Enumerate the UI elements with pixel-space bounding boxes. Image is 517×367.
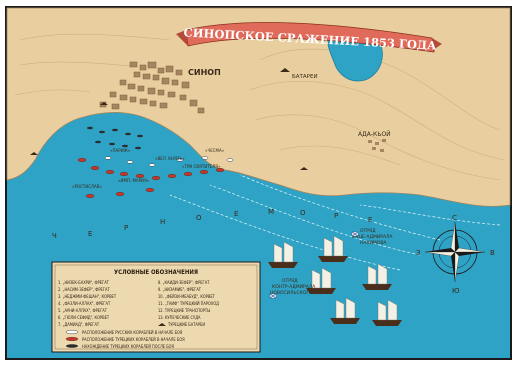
sailing-ship-icon <box>330 297 360 324</box>
sunk-ships <box>87 126 143 150</box>
legend-left-column: 1. „НИЗЕК-БАХРИ", ФРЕГАТ 2. „НАСИМ-ЗЕФЕР… <box>58 280 117 327</box>
legend-item: 6. „ГЮЛИ-СЕФИД", КОРВЕТ <box>58 315 110 320</box>
legend-item: ТУРЕЦКИЕ БАТАРЕИ <box>167 322 205 327</box>
legend-item: 2. „НАСИМ-ЗЕФЕР", ФРЕГАТ <box>58 287 110 292</box>
legend-item: 10. „ФЕЙЗИ-МЕАБУД", КОРВЕТ <box>158 294 216 299</box>
legend-right-column: 8. „КАИДИ-ЗЕФЕР", ФРЕГАТ 9. „НИЗАМИЕ", Ф… <box>158 280 219 327</box>
legend: УСЛОВНЫЕ ОБОЗНАЧЕНИЯ 1. „НИЗЕК-БАХРИ", Ф… <box>51 261 261 353</box>
svg-text:М: М <box>268 208 274 216</box>
place-ada-kyoi: АДА-КЬОЙ <box>358 131 391 138</box>
squadron-nakhimov-label: ОТРЯД ВИЦЕ-АДМИРАЛА НАХИМОВА <box>352 228 393 246</box>
russian-squadron <box>268 235 402 326</box>
legend-footer: РАСПОЛОЖЕНИЕ РУССКИХ КОРАБЛЕЙ В НАЧАЛЕ Б… <box>65 330 185 349</box>
svg-text:О: О <box>300 209 306 217</box>
compass-west: З <box>416 249 421 257</box>
legend-item: 7. „ДАМИАД", ФРЕГАТ <box>58 322 100 327</box>
svg-text:Е: Е <box>368 216 372 224</box>
legend-item: 3. „НЕДЖМИ-ФЕШАН", КОРВЕТ <box>58 294 117 299</box>
svg-text:Р: Р <box>124 224 128 232</box>
svg-text:Е: Е <box>88 230 92 238</box>
svg-text:О: О <box>196 214 202 222</box>
ship-label: «ИМП. МАРИЯ» <box>118 178 150 183</box>
route-lines <box>169 174 501 271</box>
ship-label: «ВЕЛ. КНЯЗЬ» <box>155 156 185 161</box>
svg-text:ВИЦЕ-АДМИРАЛА: ВИЦЕ-АДМИРАЛА <box>352 234 393 240</box>
ship-label: «ПАРИЖ» <box>110 148 131 153</box>
svg-text:Р: Р <box>334 212 338 220</box>
place-sinop: СИНОП <box>188 68 221 77</box>
ship-label: «ТРИ СВЯТИТЕЛЯ» <box>182 164 221 169</box>
compass-east: В <box>490 249 495 257</box>
sea-label: Ч Е Р Н О Е М О Р Е <box>52 208 372 240</box>
legend-item: 8. „КАИДИ-ЗЕФЕР", ФРЕГАТ <box>158 280 210 285</box>
svg-text:Е: Е <box>234 210 238 218</box>
compass-north: С <box>452 214 457 222</box>
svg-text:КОНТР-АДМИРАЛА: КОНТР-АДМИРАЛА <box>272 284 316 290</box>
ship-label: «РОСТИСЛАВ» <box>72 184 103 189</box>
svg-text:Н: Н <box>160 218 165 226</box>
legend-item: 9. „НИЗАМИЕ", ФРЕГАТ <box>158 287 202 292</box>
legend-item: 11. „ТАИФ" ТУРЕЦКИЙ ПАРОХОД <box>158 301 219 306</box>
place-battery: БАТАРЕИ <box>292 74 318 80</box>
legend-item: 4. „ФАЗЛИ-АЛЛАХ", ФРЕГАТ <box>58 301 111 306</box>
legend-item: РАСПОЛОЖЕНИЕ ТУРЕЦКИХ КОРАБЛЕЙ В НАЧАЛЕ … <box>82 337 185 342</box>
compass-south: Ю <box>452 287 460 295</box>
land-area <box>6 7 511 207</box>
legend-item: 13. КУПЕЧЕСКИЕ СУДА <box>158 315 201 320</box>
sinop-town <box>99 61 205 114</box>
sailing-ship-icon <box>362 263 392 290</box>
ada-kyoi-village <box>368 139 386 152</box>
legend-item: РАСПОЛОЖЕНИЕ РУССКИХ КОРАБЛЕЙ В НАЧАЛЕ Б… <box>82 330 183 335</box>
sailing-ship-icon <box>268 241 298 268</box>
legend-item: НАХОЖДЕНИЕ ТУРЕЦКИХ КОРАБЛЕЙ ПОСЛЕ БОЯ <box>82 344 175 349</box>
battery-icon <box>158 323 166 326</box>
sailing-ship-icon <box>318 235 348 262</box>
flag-icon <box>269 231 359 299</box>
legend-heading: УСЛОВНЫЕ ОБОЗНАЧЕНИЯ <box>114 269 198 276</box>
svg-text:НОВОСИЛЬСКОГО: НОВОСИЛЬСКОГО <box>270 290 313 296</box>
sailing-ship-icon <box>306 267 336 294</box>
battery-icon <box>30 68 308 170</box>
svg-text:Ч: Ч <box>52 232 57 240</box>
squadron-novosilsky-label: ОТРЯД КОНТР-АДМИРАЛА НОВОСИЛЬСКОГО <box>270 278 316 296</box>
legend-item: 12. ТУРЕЦКИЕ ТРАНСПОРТЫ <box>158 308 210 313</box>
russian-ships-start <box>104 156 234 167</box>
sailing-ship-icon <box>372 299 402 326</box>
legend-item: 1. „НИЗЕК-БАХРИ", ФРЕГАТ <box>58 280 110 285</box>
svg-text:ОТРЯД: ОТРЯД <box>360 228 376 234</box>
compass-rose-icon <box>424 221 486 283</box>
turkish-ships-start <box>77 157 225 198</box>
svg-text:ОТРЯД: ОТРЯД <box>282 278 298 284</box>
svg-text:НАХИМОВА: НАХИМОВА <box>360 240 387 246</box>
title-ribbon <box>176 22 442 53</box>
legend-item: 5. „АУНИ-АЛЛАХ", ФРЕГАТ <box>58 308 108 313</box>
ship-label: «ЧЕСМА» <box>205 148 225 153</box>
contour-lines <box>14 33 506 181</box>
